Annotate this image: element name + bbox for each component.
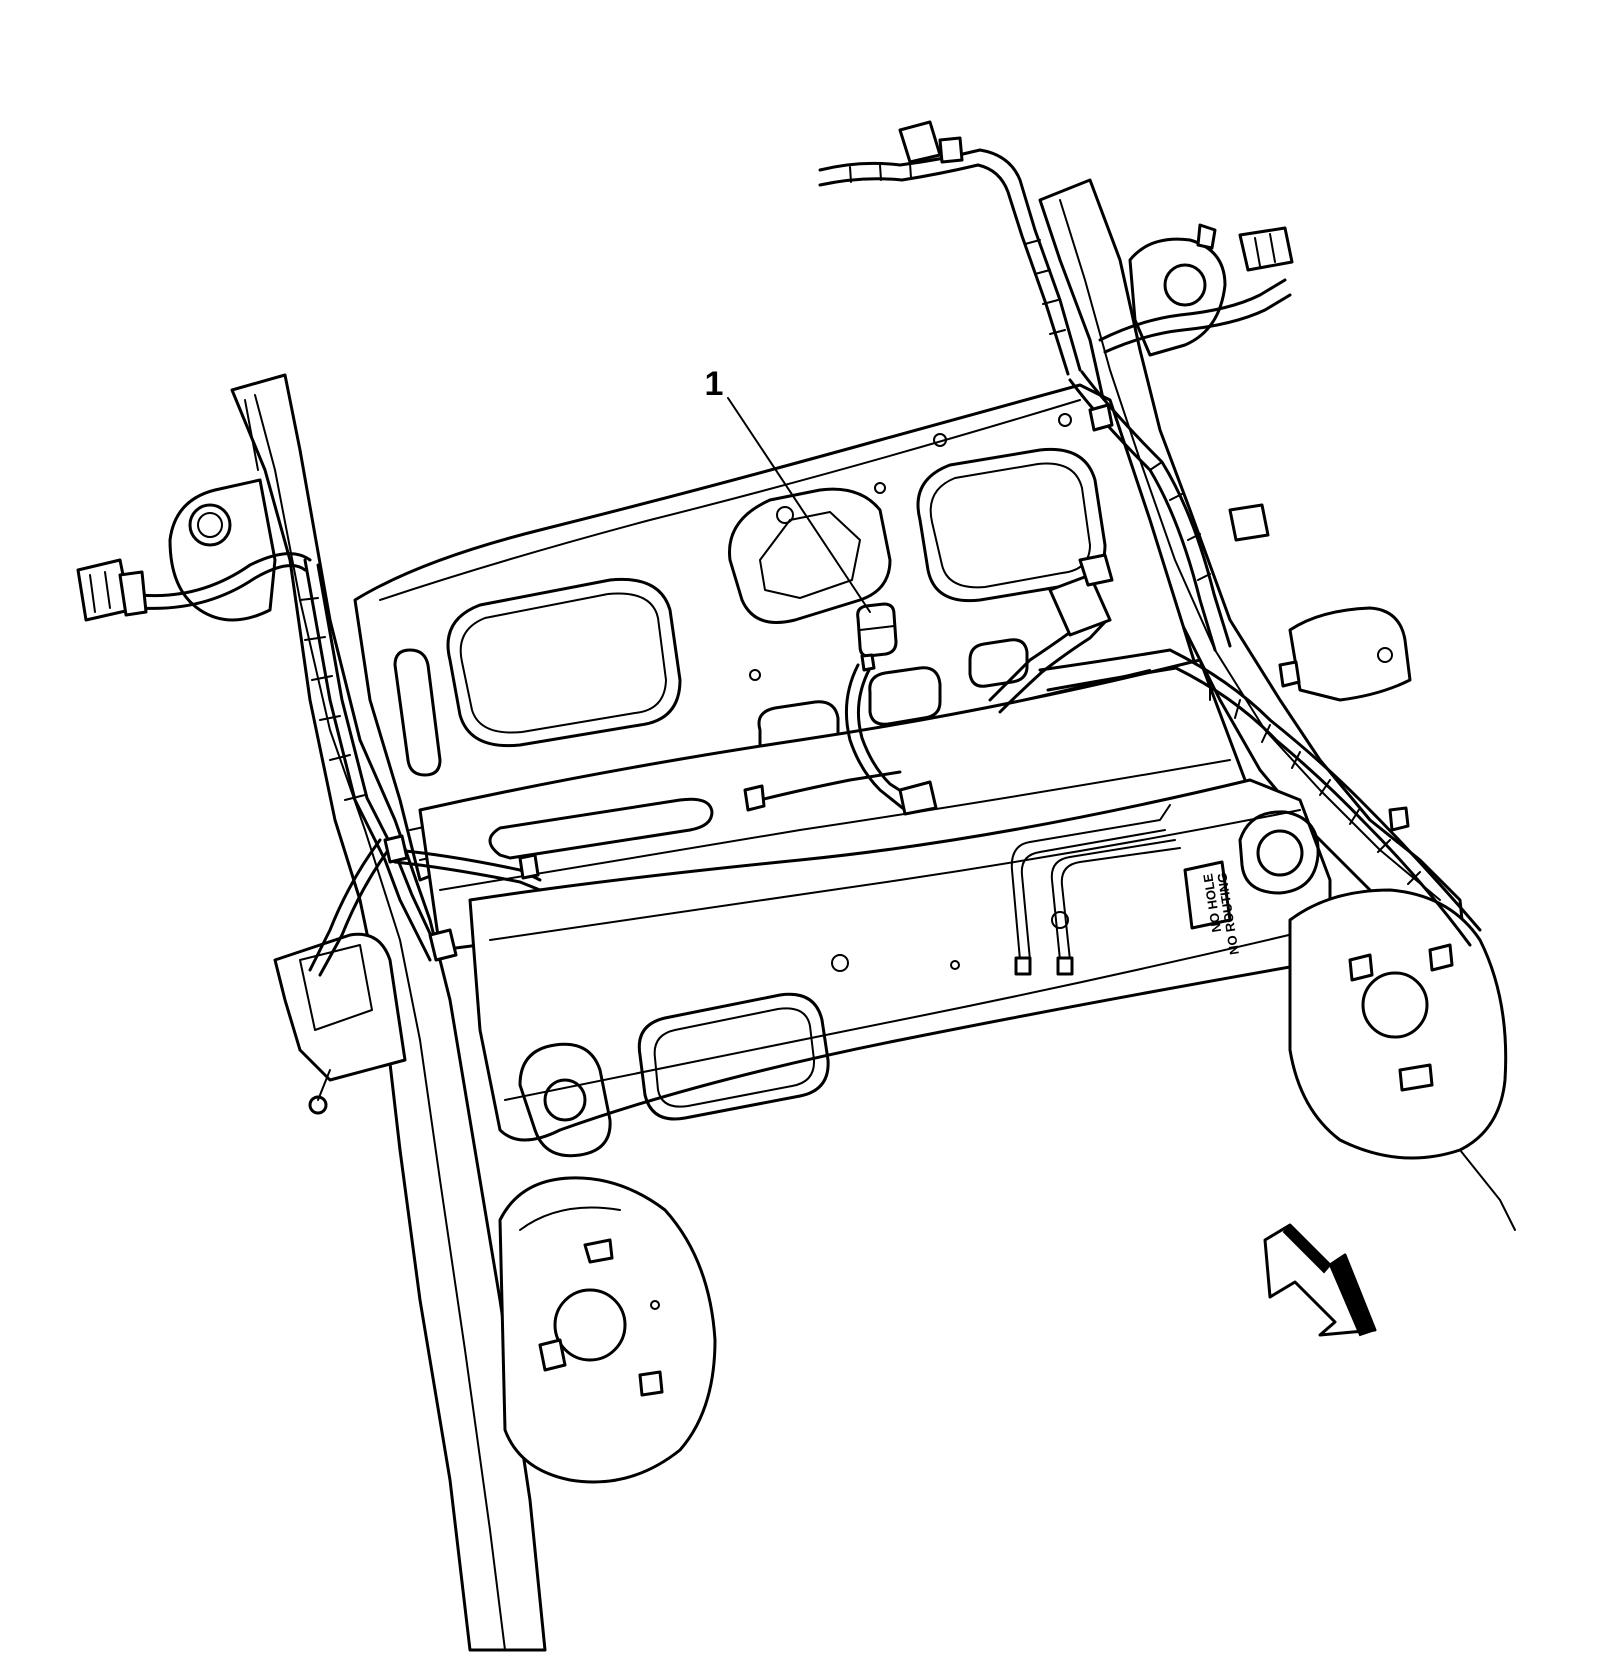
right-upper-mount-bracket (1128, 223, 1227, 357)
no-hole-no-routing-stamp: NO HOLE NO ROUTING (1183, 860, 1242, 956)
left-lower-bracket (273, 932, 407, 1115)
sensor-component (856, 602, 898, 672)
right-mid-bracket (1288, 606, 1412, 702)
callout-1-label: 1 (705, 365, 724, 403)
right-wheel-hub-plate (1288, 888, 1516, 1231)
view-direction-arrow-icon (1263, 1223, 1377, 1337)
front-crossmember (468, 778, 1332, 1158)
brake-lines (1010, 804, 1181, 976)
connectors (76, 120, 1410, 962)
left-wheel-hub-plate (498, 1176, 717, 1484)
upper-crossmember-right-opening (916, 447, 1107, 603)
top-harness-connector (898, 120, 942, 164)
upper-crossmember-left-opening (446, 577, 682, 748)
upper-crossmember-center-pocket (728, 487, 892, 624)
callout-1: 1 (705, 365, 871, 613)
right-harness-connector (1238, 226, 1294, 272)
left-upper-mount-bracket (168, 478, 277, 622)
center-harness-connector (1048, 573, 1112, 637)
